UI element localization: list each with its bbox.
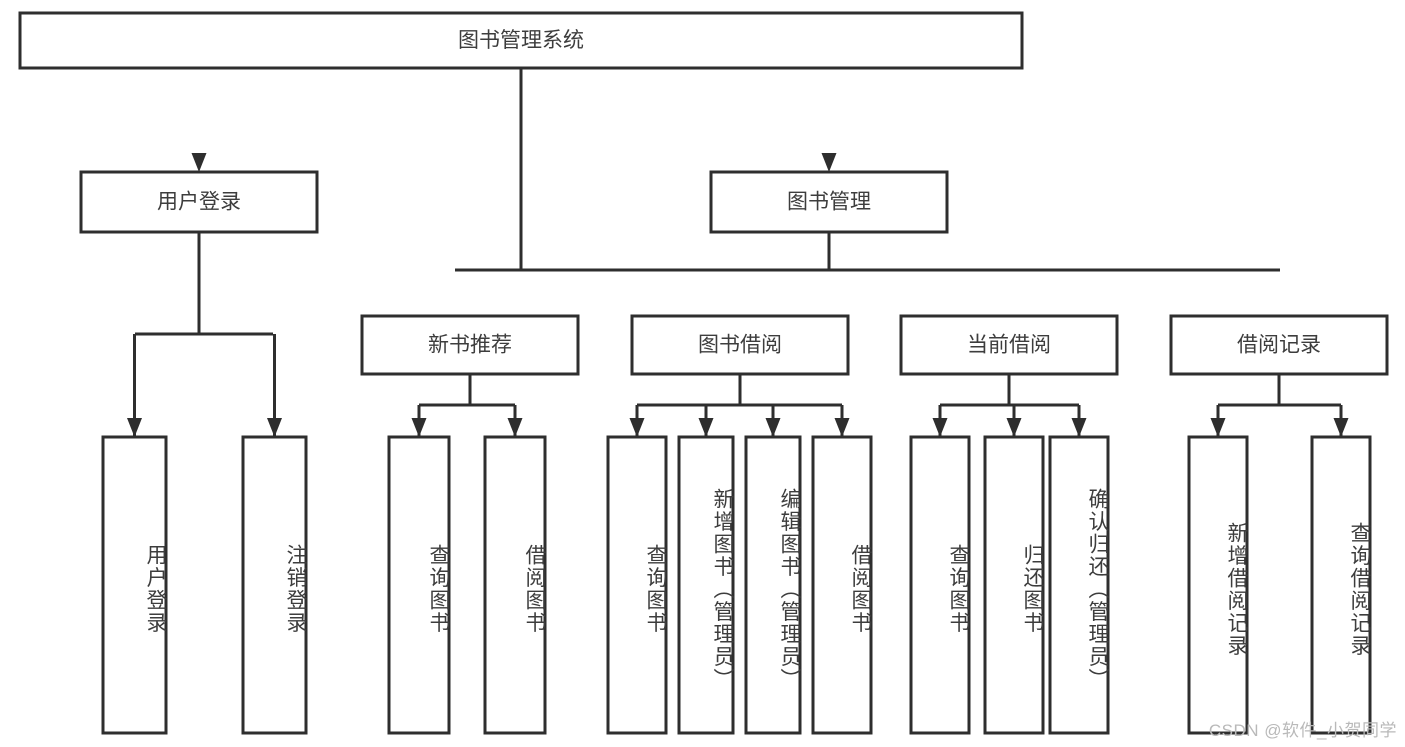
node-l3_c_return[interactable] (985, 437, 1043, 733)
node-l3_r_query[interactable] (1312, 437, 1370, 733)
arrow-head-l3_r_query (1333, 418, 1349, 437)
arrow-head-l3_b_edit (765, 418, 781, 437)
arrow-head-l3_b_borrow (834, 418, 850, 437)
node-l3_new_query[interactable] (389, 437, 449, 733)
node-box-l3_c_confirm[interactable] (1048, 435, 1110, 735)
node-l3_b_edit[interactable] (746, 437, 800, 733)
arrow-head-l3_user_login (127, 418, 142, 437)
arrow-head-l1_book (821, 153, 837, 172)
node-box-layer (18, 11, 1389, 735)
arrow-head-l3_new_borrow (507, 418, 523, 437)
node-box-l3_r_add[interactable] (1187, 435, 1249, 735)
arrow-head-l3_b_query (629, 418, 645, 437)
node-label-l2_record: 借阅记录 (1237, 334, 1321, 357)
node-label-root: 图书管理系统 (458, 29, 584, 52)
arrow-head-l3_c_confirm (1071, 418, 1087, 437)
node-box-l2_record[interactable] (1169, 314, 1389, 376)
arrow-head-l3_r_add (1210, 418, 1226, 437)
node-l3_user_logout[interactable] (243, 437, 306, 733)
node-label-l2_borrow: 图书借阅 (698, 334, 782, 357)
node-box-l3_c_return[interactable] (983, 435, 1045, 735)
node-l3_c_confirm[interactable] (1050, 437, 1108, 733)
node-l3_b_borrow[interactable] (813, 437, 871, 733)
node-box-l3_c_query[interactable] (909, 435, 971, 735)
node-label-l1_user: 用户登录 (157, 191, 241, 214)
connector-layer (127, 68, 1349, 437)
node-box-l2_new[interactable] (360, 314, 580, 376)
arrow-head-l1_user (191, 153, 207, 172)
node-l3_r_add[interactable] (1189, 437, 1247, 733)
node-box-l3_r_query[interactable] (1310, 435, 1372, 735)
node-box-l2_current[interactable] (899, 314, 1119, 376)
node-l3_b_query[interactable] (608, 437, 666, 733)
node-box-l3_new_borrow[interactable] (483, 435, 547, 735)
node-l3_b_add[interactable] (679, 437, 733, 733)
node-box-l3_b_query[interactable] (606, 435, 668, 735)
arrow-head-l3_new_query (411, 418, 427, 437)
node-box-l3_user_logout[interactable] (241, 435, 308, 735)
arrow-head-l3_c_query (932, 418, 948, 437)
arrow-head-l3_c_return (1006, 418, 1022, 437)
node-box-l3_b_borrow[interactable] (811, 435, 873, 735)
node-box-l3_b_edit[interactable] (744, 435, 802, 735)
arrow-head-l3_user_logout (267, 418, 282, 437)
node-box-root[interactable] (18, 11, 1024, 70)
node-box-l2_borrow[interactable] (630, 314, 850, 376)
node-box-l3_new_query[interactable] (387, 435, 451, 735)
node-box-l3_b_add[interactable] (677, 435, 735, 735)
node-label-l2_current: 当前借阅 (967, 334, 1051, 357)
node-label-l1_book: 图书管理 (787, 191, 871, 214)
node-l3_new_borrow[interactable] (485, 437, 545, 733)
watermark-text: CSDN @软件_小贺同学 (1208, 721, 1397, 740)
node-l3_c_query[interactable] (911, 437, 969, 733)
node-label-l2_new: 新书推荐 (428, 334, 512, 357)
node-l3_user_login[interactable] (103, 437, 166, 733)
node-box-l3_user_login[interactable] (101, 435, 168, 735)
arrow-head-l3_b_add (698, 418, 714, 437)
node-box-l1_book[interactable] (709, 170, 949, 234)
node-box-l1_user[interactable] (79, 170, 319, 234)
